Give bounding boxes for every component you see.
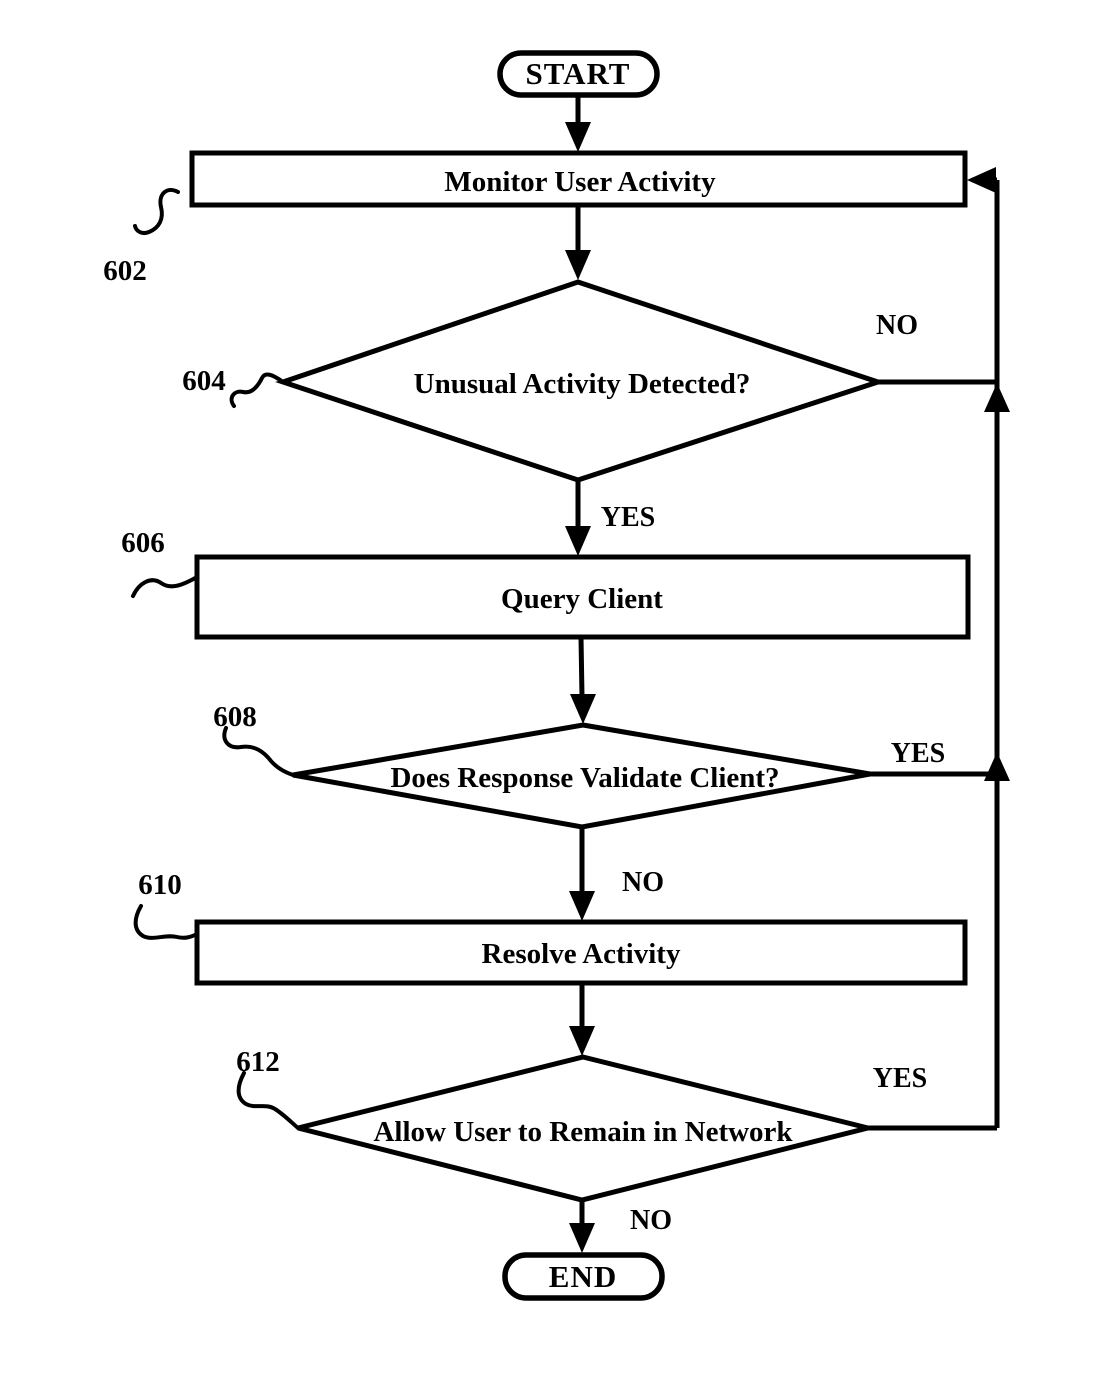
node-labels: START Monitor User Activity Unusual Acti… (373, 56, 793, 1294)
query-label: Query Client (501, 583, 663, 615)
lead-squiggle-602 (133, 187, 180, 236)
ref-604: 604 (182, 365, 226, 397)
resolve-label: Resolve Activity (482, 938, 681, 970)
node-query-client (194, 554, 971, 640)
allow-no-label: NO (630, 1205, 672, 1236)
lead-squiggle-606 (131, 575, 199, 598)
arrowhead-allow-end (569, 1223, 595, 1253)
connectors (565, 96, 1010, 1253)
allow-label: Allow User to Remain in Network (373, 1116, 793, 1148)
node-monitor-user-activity (189, 150, 968, 208)
arrowhead-query-validate (570, 694, 596, 724)
detect-label: Unusual Activity Detected? (414, 368, 751, 400)
ref-608: 608 (213, 701, 257, 733)
allow-yes-label: YES (873, 1063, 927, 1094)
lead-squiggle-610 (133, 904, 199, 940)
validate-label: Does Response Validate Client? (390, 762, 779, 794)
node-resolve-activity (194, 919, 968, 986)
lead-lines (131, 187, 300, 1130)
arrowhead-return-monitor (967, 167, 996, 193)
branch-labels: NO YES YES NO YES NO (601, 310, 945, 1236)
end-label: END (549, 1259, 617, 1294)
node-does-response-validate-client (292, 722, 871, 830)
start-label: START (526, 56, 631, 91)
node-allow-user-to-remain (297, 1054, 869, 1203)
edge-query-validate (578, 636, 585, 698)
detect-yes-label: YES (601, 502, 655, 533)
detect-no-label: NO (876, 310, 918, 341)
lead-squiggle-612 (236, 1071, 300, 1130)
arrowhead-spine-up-1 (984, 383, 1010, 412)
arrowhead-validate-resolve (569, 891, 595, 921)
arrowhead-detect-query (565, 526, 591, 556)
ref-602: 602 (103, 255, 147, 287)
ref-610: 610 (138, 869, 182, 901)
node-unusual-activity-detected (275, 279, 886, 483)
reference-numbers: 602 604 606 608 610 612 (103, 255, 280, 1078)
arrowhead-monitor-detect (565, 250, 591, 280)
arrowhead-start-monitor (565, 122, 591, 152)
node-end (502, 1252, 665, 1301)
node-start (497, 50, 660, 98)
lead-squiggle-608 (222, 726, 295, 777)
arrowhead-spine-up-2 (984, 752, 1010, 781)
nodes (189, 50, 971, 1301)
ref-612: 612 (236, 1046, 280, 1078)
ref-606: 606 (121, 527, 165, 559)
monitor-label: Monitor User Activity (444, 166, 716, 198)
validate-yes-label: YES (891, 738, 945, 769)
lead-squiggle-604 (229, 372, 285, 408)
arrowhead-resolve-allow (569, 1026, 595, 1056)
validate-no-label: NO (622, 867, 664, 898)
